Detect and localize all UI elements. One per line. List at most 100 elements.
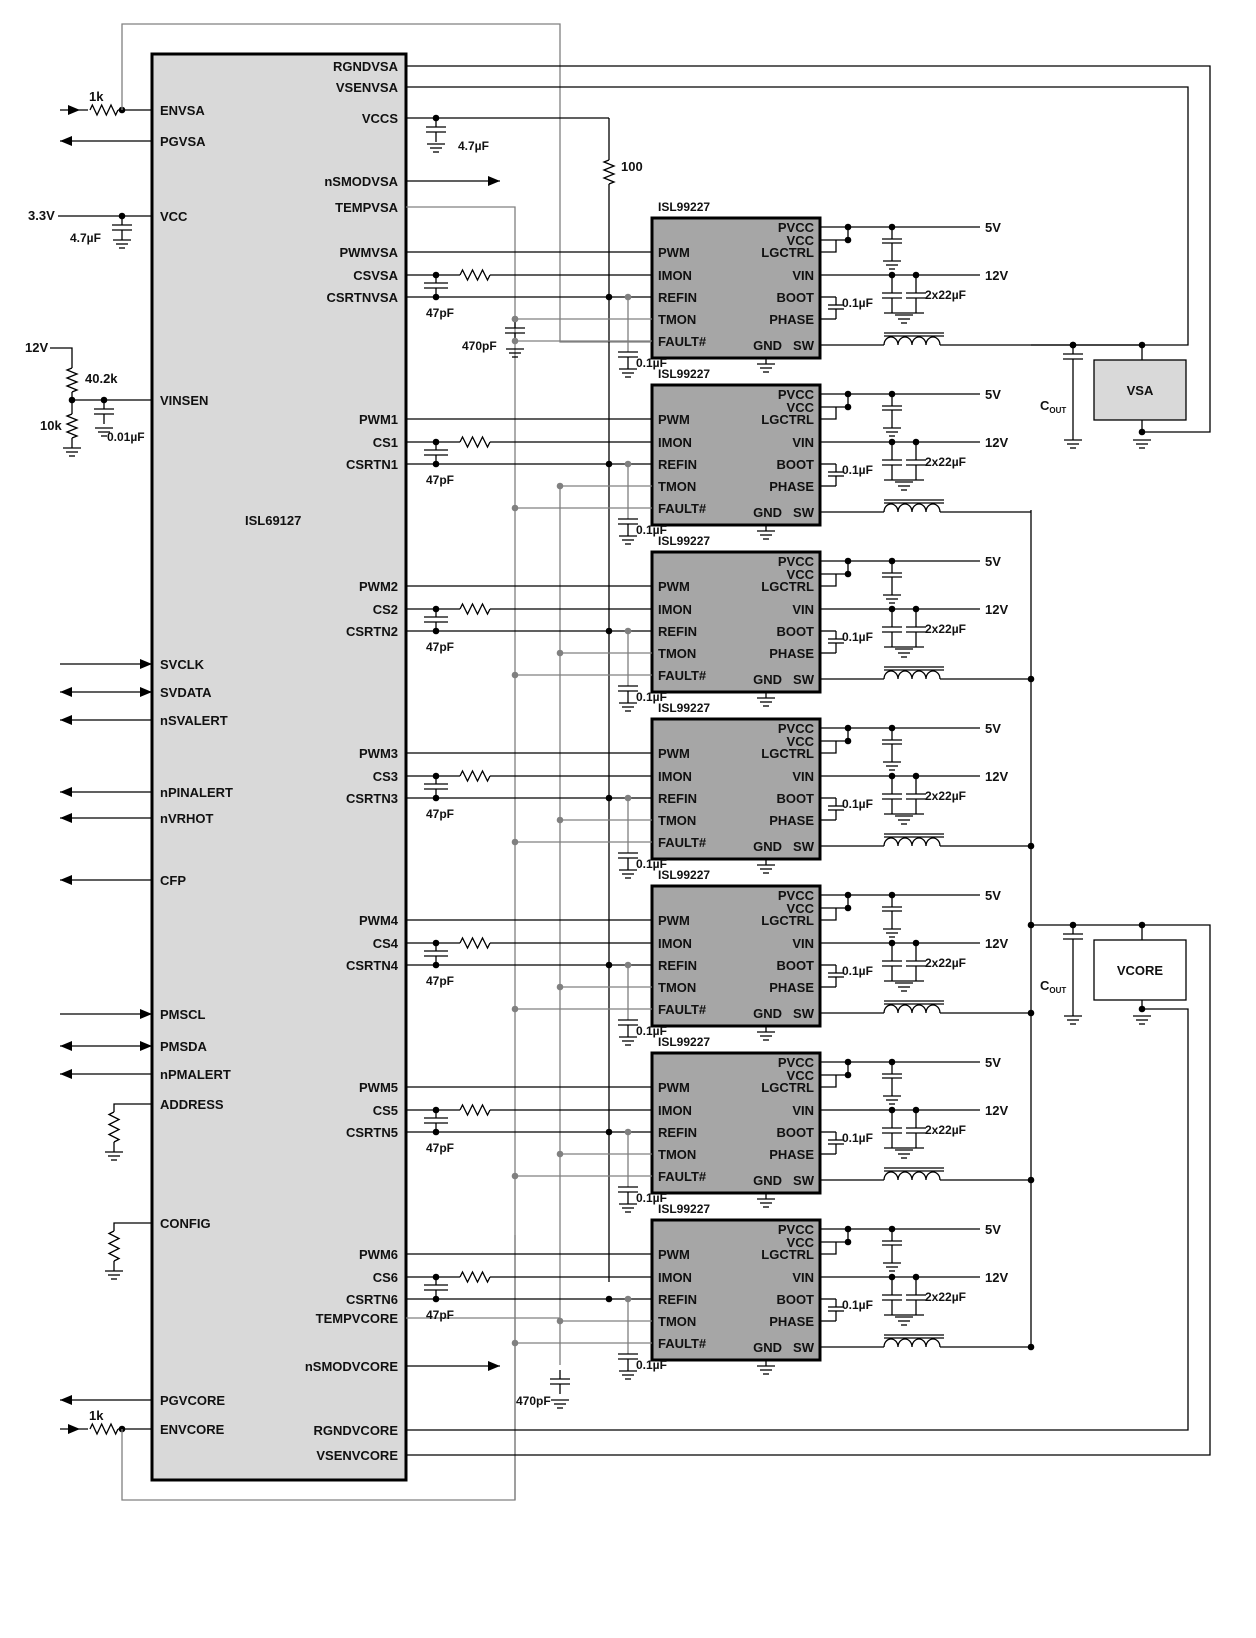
driver-pin-label: LGCTRL — [761, 1080, 814, 1095]
inductor — [883, 336, 941, 346]
driver-pin-label: GND — [753, 1340, 782, 1355]
static-layer: ISL69127ENVSAPGVSAVCCVINSENSVCLKSVDATAnS… — [25, 23, 1211, 1501]
resistor — [602, 159, 616, 185]
driver-pin-label: VCC — [787, 1068, 815, 1083]
voltage-label: 5V — [985, 220, 1001, 235]
wire — [820, 561, 849, 575]
driver-pin-label: VCC — [787, 567, 815, 582]
voltage-label: 12V — [25, 340, 48, 355]
load-label: VCORE — [1117, 963, 1164, 978]
resistor — [459, 769, 491, 783]
wire — [113, 1103, 152, 1112]
right-pin-label: RGNDVSA — [333, 59, 399, 74]
inductor — [883, 670, 941, 680]
voltage-label: 12V — [985, 268, 1008, 283]
junction-dot — [511, 671, 519, 679]
c-value-label: 0.1µF — [842, 964, 873, 978]
voltage-label: 12V — [985, 435, 1008, 450]
c-value-label: 2x22µF — [925, 455, 966, 469]
driver-pin-label: REFIN — [658, 290, 697, 305]
arrow-right — [140, 687, 152, 697]
phase-4: ISL99227PWMIMONREFINTMONFAULT#PVCCVCCLGC… — [346, 868, 1035, 1046]
load-box-vcore — [1093, 939, 1187, 1001]
c-value-label: 2x22µF — [925, 956, 966, 970]
tempvsa-net — [406, 206, 516, 1500]
inductor — [883, 1004, 941, 1014]
resistor — [89, 1422, 119, 1436]
driver-name-label: ISL99227 — [658, 200, 710, 214]
driver-pin-label: REFIN — [658, 624, 697, 639]
junction-dot — [1138, 1005, 1146, 1013]
phase-cs-label: CS6 — [373, 1270, 398, 1285]
driver-pin-label: PHASE — [769, 312, 814, 327]
left-pin-label: VINSEN — [160, 393, 208, 408]
junction-dot — [511, 838, 519, 846]
driver-pin-label: FAULT# — [658, 1336, 707, 1351]
driver-pin-label: BOOT — [776, 1125, 814, 1140]
phase-cs-label: CSVSA — [353, 268, 398, 283]
arrow-left — [60, 715, 72, 725]
wire — [820, 895, 849, 909]
driver-pin-label: LGCTRL — [761, 746, 814, 761]
driver-pin-label: BOOT — [776, 1292, 814, 1307]
voltage-label: 12V — [985, 602, 1008, 617]
left-pin-label: nVRHOT — [160, 811, 214, 826]
arrow-left — [60, 1069, 72, 1079]
junction-dot — [1027, 921, 1035, 929]
junction-dot — [844, 737, 852, 745]
driver-pin-label: PWM — [658, 1080, 690, 1095]
wire — [820, 1075, 837, 1088]
driver-pin-label: PWM — [658, 245, 690, 260]
driver-pin-label: TMON — [658, 479, 696, 494]
driver-pin-label: REFIN — [658, 791, 697, 806]
c-value-label: 4.7µF — [458, 139, 489, 153]
junction-dot — [605, 961, 613, 969]
rgndvcore-net — [406, 1008, 1189, 1431]
driver-box — [650, 1051, 822, 1195]
left-pin-label: SVCLK — [160, 657, 205, 672]
arrow-left — [60, 787, 72, 797]
c-value-label: 47pF — [426, 1308, 454, 1322]
driver-pin-label: SW — [793, 672, 815, 687]
phase-pwm-label: PWM6 — [359, 1247, 398, 1262]
driver-box — [650, 717, 822, 861]
c-value-label: 0.1µF — [636, 857, 667, 871]
driver-pin-label: FAULT# — [658, 1169, 707, 1184]
resistor — [459, 268, 491, 282]
c-value-label: 4.7µF — [70, 231, 101, 245]
phase-pwm-label: PWM2 — [359, 579, 398, 594]
voltage-label: 3.3V — [28, 208, 55, 223]
c-value-label: 0.01µF — [107, 430, 145, 444]
phase-csrtn-label: CSRTN4 — [346, 958, 399, 973]
driver-pin-label: IMON — [658, 268, 692, 283]
r-value-label: 1k — [89, 1408, 104, 1423]
left-pin-label: CFP — [160, 873, 186, 888]
driver-pin-label: GND — [753, 338, 782, 353]
driver-pin-label: GND — [753, 839, 782, 854]
driver-pin-label: VIN — [792, 435, 814, 450]
junction-dot — [511, 1005, 519, 1013]
phase-pwm-label: PWM1 — [359, 412, 398, 427]
driver-box — [650, 216, 822, 360]
load-box-vsa — [1093, 359, 1187, 421]
junction-dot — [556, 1317, 564, 1325]
voltage-label: 12V — [985, 769, 1008, 784]
arrow-left — [60, 1041, 72, 1051]
wire — [820, 574, 837, 587]
resistor — [459, 435, 491, 449]
driver-pin-label: PHASE — [769, 646, 814, 661]
right-pin-label: VCCS — [362, 111, 398, 126]
phase-3: ISL99227PWMIMONREFINTMONFAULT#PVCCVCCLGC… — [346, 701, 1035, 879]
voltage-label: 12V — [985, 936, 1008, 951]
inductor — [883, 1171, 941, 1181]
arrow-right — [140, 659, 152, 669]
driver-pin-label: LGCTRL — [761, 579, 814, 594]
driver-pin-label: FAULT# — [658, 501, 707, 516]
arrow-right — [488, 1361, 500, 1371]
driver-name-label: ISL99227 — [658, 534, 710, 548]
wire — [820, 1242, 837, 1255]
phase-6: ISL99227PWMIMONREFINTMONFAULT#PVCCVCCLGC… — [346, 1202, 1035, 1380]
phase-csrtn-label: CSRTN3 — [346, 791, 398, 806]
c-value-label: 47pF — [426, 640, 454, 654]
junction-dot — [605, 627, 613, 635]
